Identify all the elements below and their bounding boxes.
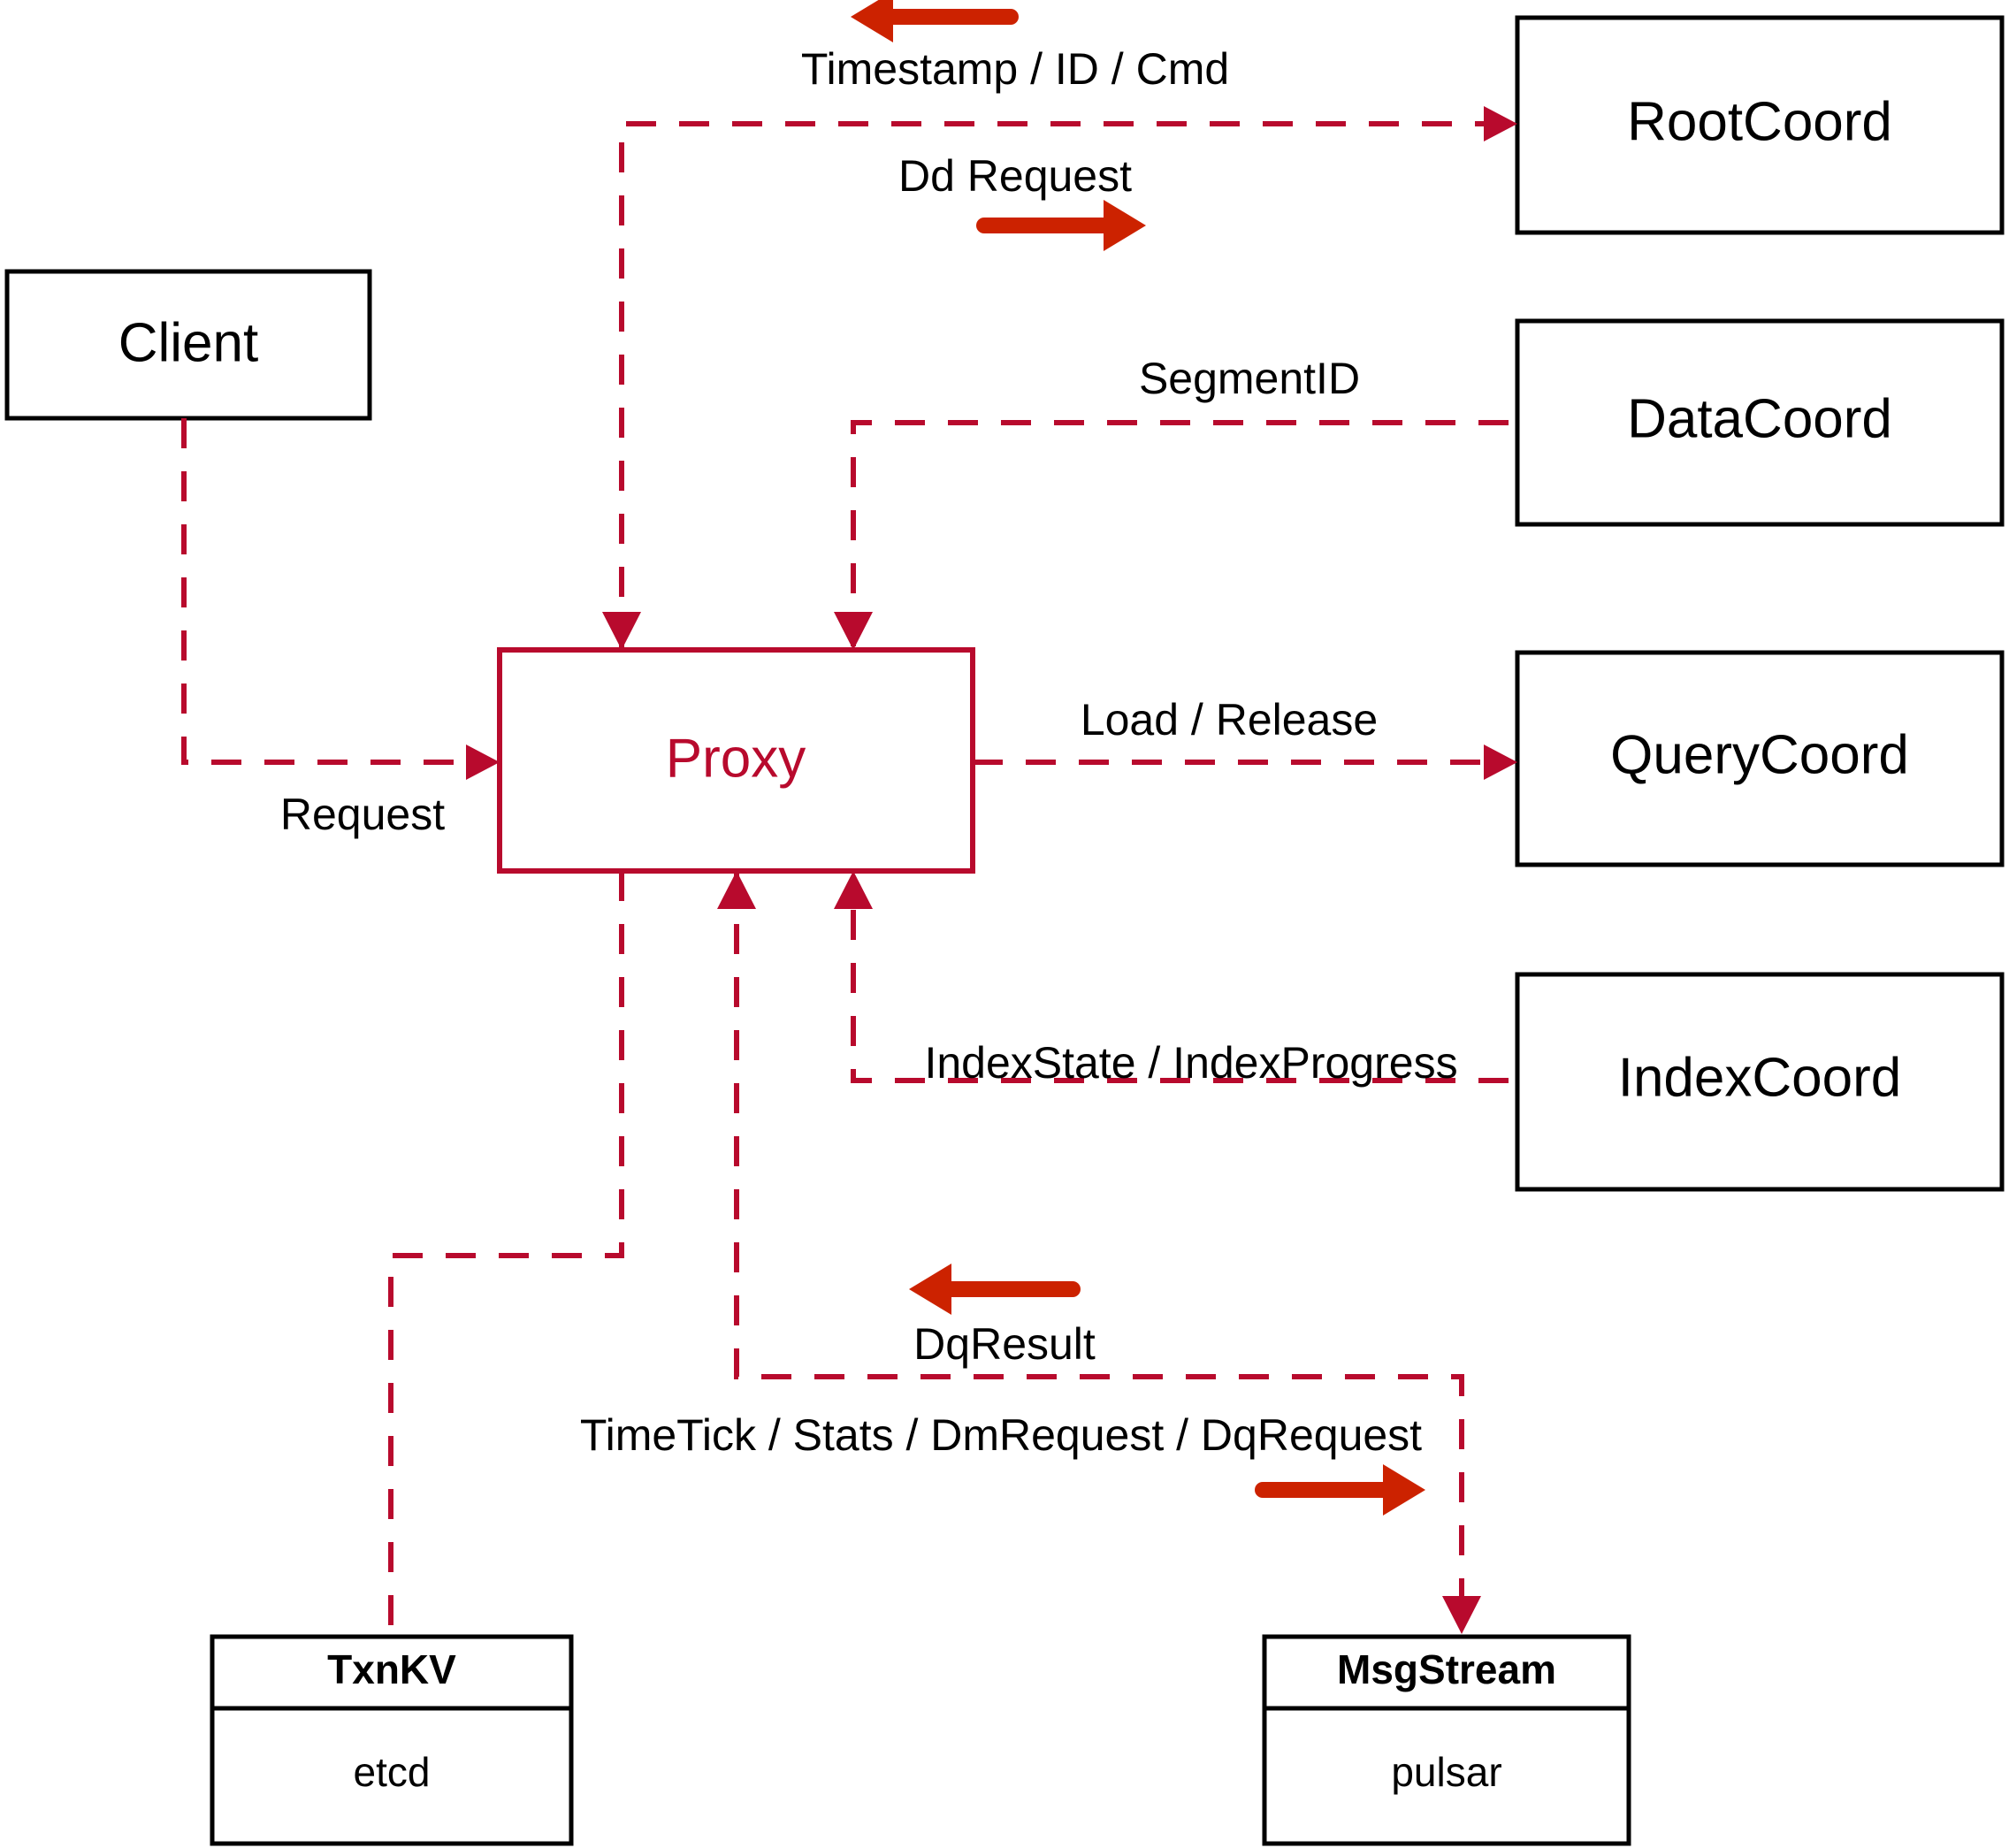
edge-rootcoord-path [619,121,1509,650]
edge-msgstream-arrowhead [1442,1596,1481,1634]
edge-datacoord-arrowhead [834,612,873,650]
edge-dqresult-arrowhead [717,871,756,909]
msgstream-impl: pulsar [1391,1749,1501,1795]
index-coord-box [1515,972,2005,1192]
node-data-coord[interactable]: DataCoord [1515,318,2005,527]
direction-arrow-timetick-icon [1255,1464,1425,1516]
data-coord-label: DataCoord [1627,388,1892,449]
edge-label-segment-id: SegmentID [1139,354,1360,403]
direction-arrow-dd-request-icon [976,200,1146,251]
edge-label-request: Request [280,790,445,839]
edge-label-timetick-stats: TimeTick / Stats / DmRequest / DqRequest [580,1410,1422,1460]
edge-label-dd-request: Dd Request [898,151,1132,201]
edge-msgstream-path [734,871,1464,1625]
edge-request-path [181,418,491,765]
node-msgstream[interactable]: MsgStream pulsar [1262,1634,1631,1846]
edge-label-timestamp-id-cmd: Timestamp / ID / Cmd [801,44,1229,94]
edge-txnkv-path [388,871,624,1637]
txnkv-impl: etcd [354,1749,431,1795]
node-txnkv[interactable]: TxnKV etcd [210,1634,574,1846]
edge-datacoord-path [851,420,1509,650]
edge-indexcoord-arrowhead [834,871,873,909]
node-query-coord[interactable]: QueryCoord [1515,650,2005,867]
node-proxy[interactable]: Proxy [497,647,975,874]
edge-rootcoord-arrowhead [1484,106,1517,141]
query-coord-box [1515,650,2005,867]
client-label: Client [118,312,259,373]
data-coord-box [1515,318,2005,527]
index-coord-label: IndexCoord [1618,1047,1902,1108]
msgstream-box [1262,1634,1631,1846]
root-coord-box [1515,15,2005,235]
txnkv-title: TxnKV [327,1646,456,1692]
direction-arrow-dqresult-icon [909,1264,1081,1315]
edge-indexcoord-path [851,880,1509,1083]
edge-rootcoord-proxy-arrowhead [602,612,641,650]
edge-request-arrowhead [466,745,500,780]
node-client[interactable]: Client [4,269,372,421]
edge-load-release-arrowhead [1484,745,1517,780]
msgstream-title: MsgStream [1337,1646,1556,1692]
txnkv-box [210,1634,574,1846]
proxy-label: Proxy [666,728,806,789]
query-coord-label: QueryCoord [1610,724,1909,785]
edge-label-load-release: Load / Release [1081,695,1378,745]
edge-label-dq-result: DqResult [913,1319,1096,1369]
edge-label-index-state-progress: IndexState / IndexProgress [924,1038,1457,1088]
direction-arrow-timestamp-icon [851,0,1019,42]
node-index-coord[interactable]: IndexCoord [1515,972,2005,1192]
client-box [4,269,372,421]
node-root-coord[interactable]: RootCoord [1515,15,2005,235]
proxy-box [497,647,975,874]
root-coord-label: RootCoord [1627,91,1892,152]
